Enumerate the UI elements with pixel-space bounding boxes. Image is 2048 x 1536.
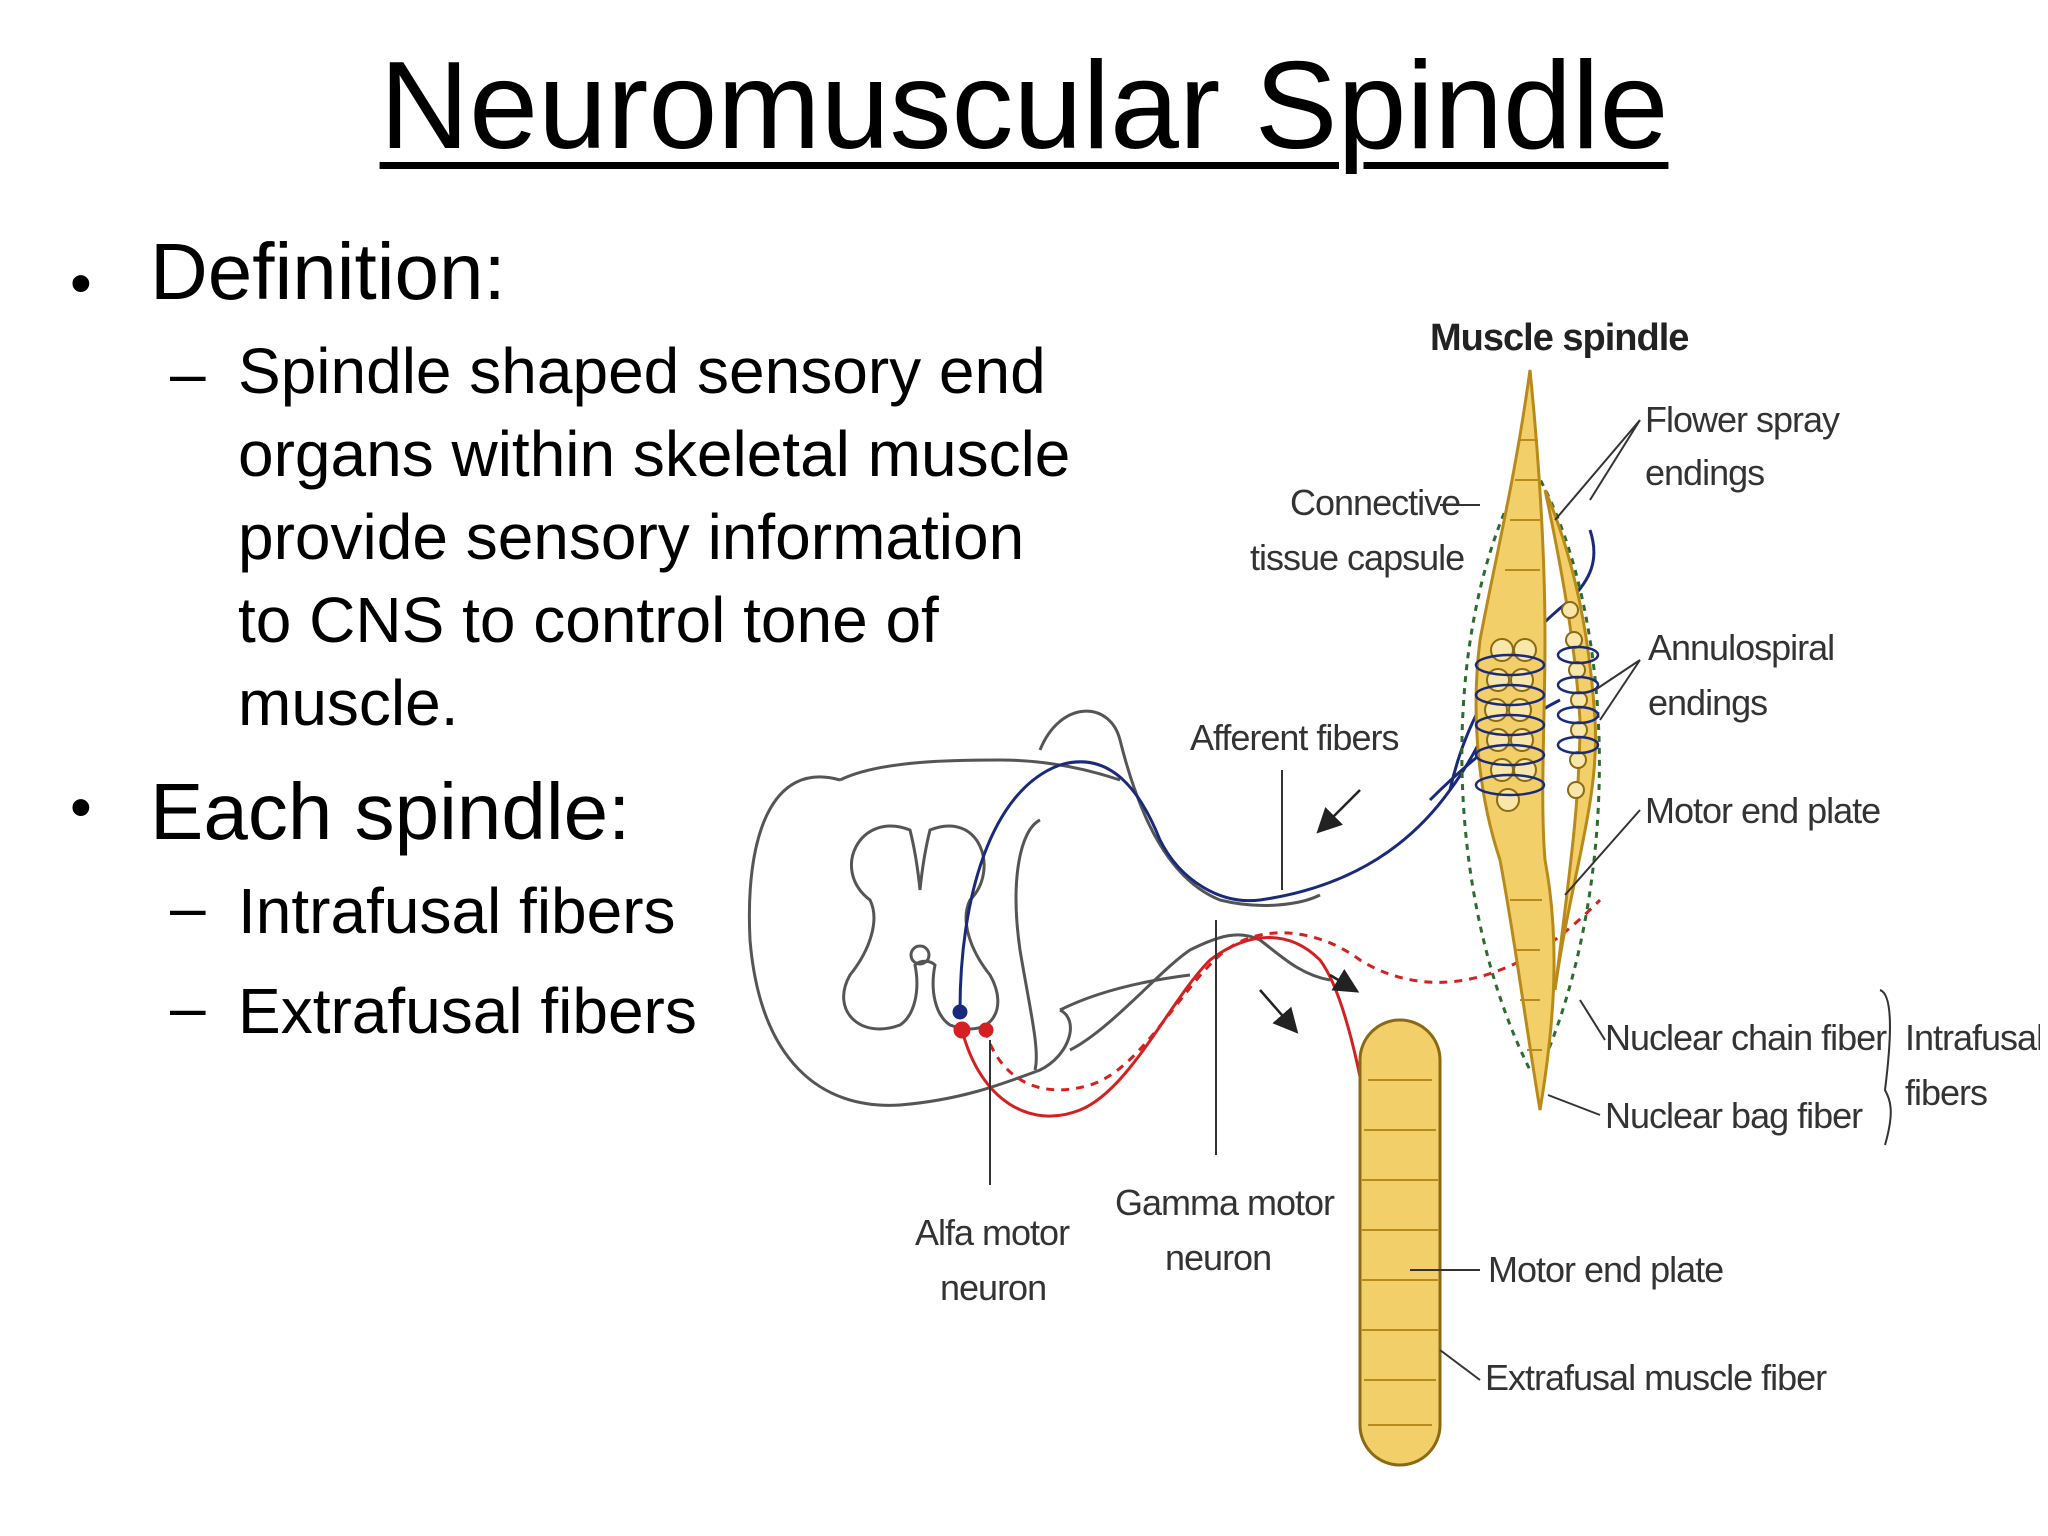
intrafusal-brace bbox=[1879, 989, 1892, 1146]
alfa-cell-body bbox=[953, 1021, 971, 1039]
bullet-dot-2: • bbox=[70, 773, 92, 842]
annulo-leader bbox=[1594, 659, 1641, 721]
label-motor-end-plate-bottom: Motor end plate bbox=[1488, 1249, 1723, 1290]
label-motor-end-plate-top: Motor end plate bbox=[1645, 790, 1880, 831]
label-capsule-1: Connective bbox=[1290, 482, 1460, 523]
sub-dash-2: – bbox=[170, 871, 206, 943]
connective-tissue-capsule bbox=[1460, 469, 1601, 1071]
definition-line-3: provide sensory information bbox=[238, 501, 1025, 573]
afferent-fiber-1 bbox=[958, 649, 1522, 1011]
intrafusal-fibers-text: Intrafusal fibers bbox=[238, 875, 676, 947]
definition-line-2: organs within skeletal muscle bbox=[238, 418, 1071, 490]
extrafusal-muscle-fiber bbox=[1358, 1018, 1442, 1467]
label-flower-spray-2: endings bbox=[1645, 452, 1764, 493]
motor-end-plate-top-leader bbox=[1564, 809, 1641, 896]
dorsal-root bbox=[1038, 709, 1321, 907]
label-nuclear-chain-fiber: Nuclear chain fiber bbox=[1605, 1017, 1887, 1058]
bullet-definition-label: Definition: bbox=[150, 227, 506, 316]
label-alfa-1: Alfa motor bbox=[915, 1212, 1070, 1253]
annulospiral-coils bbox=[1474, 645, 1600, 797]
central-canal bbox=[909, 944, 931, 966]
label-capsule-2: tissue capsule bbox=[1250, 537, 1464, 578]
gamma-motor-fiber bbox=[983, 898, 1602, 1092]
gamma-arrow bbox=[1329, 968, 1360, 993]
afferent-fiber-2 bbox=[1448, 529, 1596, 791]
bullet-each-spindle-label: Each spindle: bbox=[150, 767, 631, 856]
muscle-spindle-diagram: Muscle spindle Flower spray endings Conn… bbox=[747, 317, 2040, 1467]
label-extrafusal-muscle-fiber: Extrafusal muscle fiber bbox=[1485, 1357, 1827, 1398]
nuclear-bag-leader bbox=[1547, 1094, 1601, 1116]
sub-dash-3: – bbox=[170, 971, 206, 1043]
ventral-root bbox=[1069, 933, 1331, 1052]
flower-spray-leader bbox=[1554, 419, 1641, 521]
nuclear-chain-leader bbox=[1579, 999, 1606, 1041]
gamma-cell-body bbox=[978, 1022, 994, 1038]
leader-lines bbox=[989, 419, 1892, 1381]
extrafusal-fibers-text: Extrafusal fibers bbox=[238, 975, 697, 1047]
grey-matter bbox=[842, 824, 1000, 1031]
label-annulospiral-1: Annulospiral bbox=[1648, 627, 1834, 668]
spinal-cord-cross-section bbox=[747, 758, 1191, 1107]
nerve-roots bbox=[1038, 709, 1331, 1052]
extrafusal-leader bbox=[1439, 1349, 1481, 1381]
alfa-arrow bbox=[1259, 989, 1299, 1034]
label-nuclear-bag-fiber: Nuclear bag fiber bbox=[1605, 1095, 1863, 1136]
label-gamma-2: neuron bbox=[1165, 1237, 1271, 1278]
label-intrafusal-1: Intrafusal bbox=[1905, 1017, 2040, 1058]
label-gamma-1: Gamma motor bbox=[1115, 1182, 1335, 1223]
sub-dash-1: – bbox=[170, 337, 206, 409]
dorsal-root-left bbox=[1014, 818, 1041, 1071]
definition-line-5: muscle. bbox=[238, 667, 459, 739]
label-annulospiral-2: endings bbox=[1648, 682, 1767, 723]
afferent-terminal bbox=[952, 1004, 968, 1020]
label-afferent-fibers: Afferent fibers bbox=[1190, 717, 1398, 758]
label-alfa-2: neuron bbox=[940, 1267, 1046, 1308]
direction-arrows bbox=[1259, 789, 1361, 1034]
afferent-fibers bbox=[952, 529, 1596, 1020]
cord-outline-top bbox=[839, 758, 1121, 782]
definition-line-1: Spindle shaped sensory end bbox=[238, 335, 1046, 407]
label-muscle-spindle: Muscle spindle bbox=[1430, 317, 1688, 359]
label-flower-spray-1: Flower spray bbox=[1645, 399, 1840, 440]
bullet-dot-1: • bbox=[70, 249, 92, 318]
afferent-arrow bbox=[1316, 789, 1361, 834]
label-intrafusal-2: fibers bbox=[1905, 1072, 1987, 1113]
cord-outline-bottom bbox=[1059, 973, 1191, 1012]
definition-line-4: to CNS to control tone of bbox=[238, 584, 939, 656]
cord-outline-left bbox=[747, 775, 1072, 1107]
slide-title: Neuromuscular Spindle bbox=[379, 37, 1669, 175]
definition-text: Spindle shaped sensory end organs within… bbox=[238, 330, 1138, 745]
